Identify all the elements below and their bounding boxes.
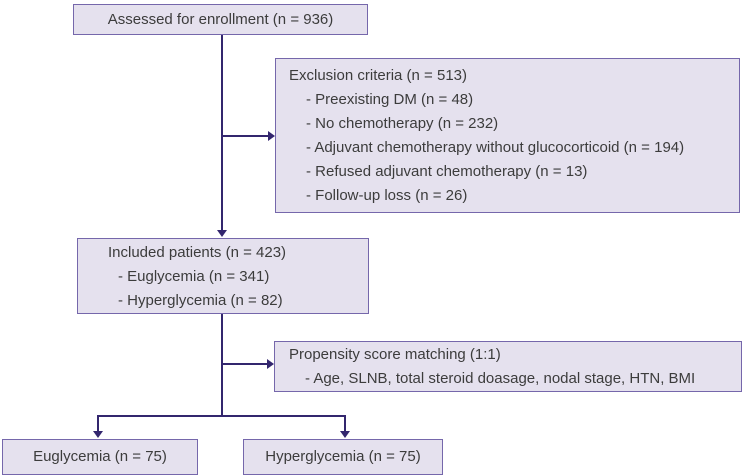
exclusion-item: - Follow-up loss (n = 26) [306,187,468,204]
exclusion-item: - Adjuvant chemotherapy without glucocor… [306,139,685,156]
connector-to-propensity [222,363,267,365]
arrowhead-down-included-icon [217,230,227,237]
included-title: Included patients (n = 423) [108,244,287,261]
exclusion-item: - No chemotherapy (n = 232) [306,115,499,132]
propensity-title: Propensity score matching (1:1) [289,346,501,363]
exclusion-criteria-box: Exclusion criteria (n = 513) - Preexisti… [275,58,740,213]
connector-split-left [97,415,99,432]
euglycemia-group-box: Euglycemia (n = 75) [2,439,198,475]
included-patients-box: Included patients (n = 423) - Euglycemia… [77,238,369,314]
included-item: - Euglycemia (n = 341) [118,268,270,285]
connector-split-bar [97,415,346,417]
arrowhead-right-exclusion-icon [268,131,275,141]
hyperglycemia-label: Hyperglycemia (n = 75) [265,448,421,465]
connector-split-right [344,415,346,432]
arrowhead-down-euglycemia-icon [93,431,103,438]
included-item: - Hyperglycemia (n = 82) [118,292,283,309]
euglycemia-label: Euglycemia (n = 75) [33,448,167,465]
arrowhead-right-propensity-icon [267,359,274,369]
propensity-item: - Age, SLNB, total steroid doasage, noda… [305,370,696,387]
assessed-for-enrollment-box: Assessed for enrollment (n = 936) [73,4,368,35]
connector-included-to-split [221,314,223,416]
assessed-label: Assessed for enrollment (n = 936) [107,10,334,28]
exclusion-title: Exclusion criteria (n = 513) [289,67,467,84]
connector-assessed-to-included [221,35,223,232]
exclusion-item: - Preexisting DM (n = 48) [306,91,474,108]
hyperglycemia-group-box: Hyperglycemia (n = 75) [243,439,443,475]
exclusion-item: - Refused adjuvant chemotherapy (n = 13) [306,163,588,180]
connector-to-exclusion [222,135,268,137]
arrowhead-down-hyperglycemia-icon [340,431,350,438]
propensity-matching-box: Propensity score matching (1:1) - Age, S… [274,341,742,392]
